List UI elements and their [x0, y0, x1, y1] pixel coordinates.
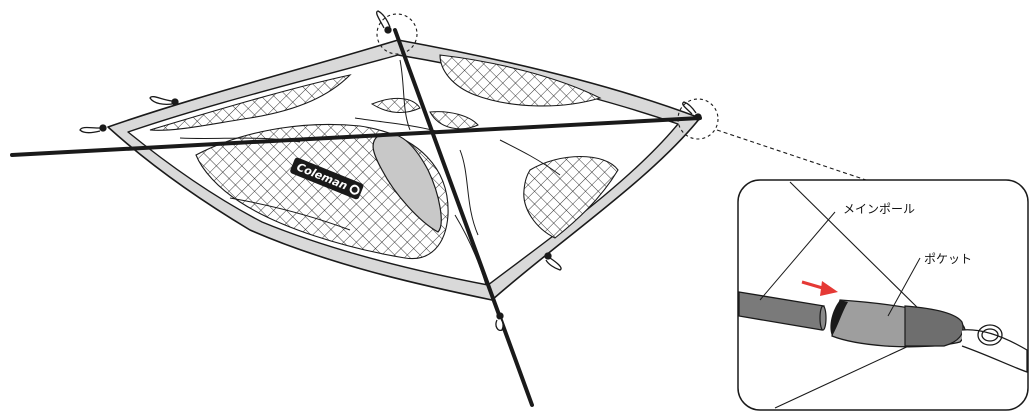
- callout-leader-line: [717, 130, 866, 180]
- main-pole-label: メインポール: [843, 202, 915, 216]
- pocket-label: ポケット: [924, 252, 972, 266]
- stake-loop-icon: [150, 97, 178, 105]
- stake-loop-icon: [80, 125, 106, 133]
- tent-body: Coleman: [108, 40, 700, 300]
- stake-loop-icon: [545, 253, 561, 270]
- stake-loop-icon: [496, 313, 503, 330]
- callout-box: メインポール ポケット: [738, 180, 1028, 410]
- stake-loop-icon: [377, 11, 391, 33]
